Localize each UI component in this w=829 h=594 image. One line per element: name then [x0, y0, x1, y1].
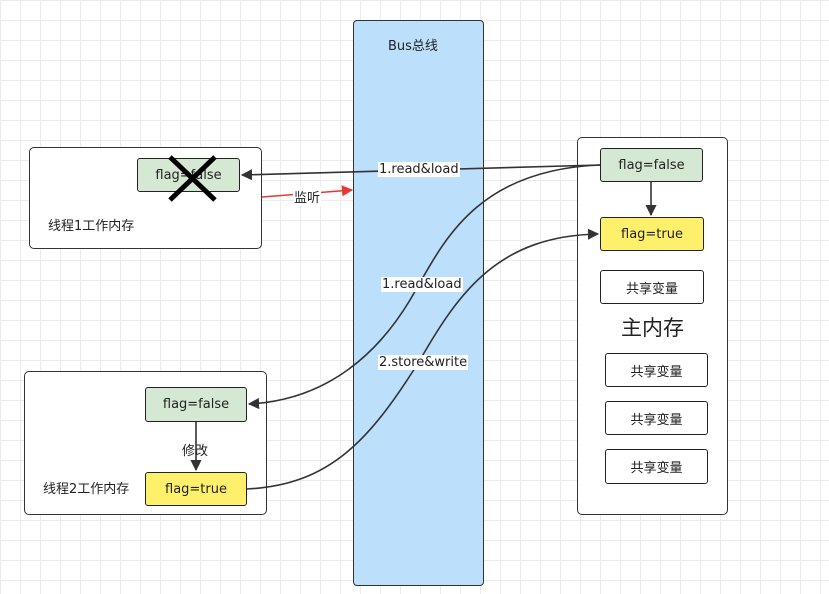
- read-load-label-2: 1.read&load: [381, 277, 463, 292]
- shared-variable-box: 共享变量: [605, 449, 708, 484]
- bus-column: [353, 20, 484, 586]
- thread2-flag-false-box: flag=false: [145, 387, 247, 422]
- main-flag-false-box: flag=false: [600, 148, 703, 182]
- store-write-label: 2.store&write: [378, 355, 469, 370]
- thread1-title: 线程1工作内存: [48, 219, 135, 234]
- read-load-edge-thread2: [247, 164, 601, 410]
- shared-variable-box: 共享变量: [605, 401, 708, 435]
- main-flag-true-box: flag=true: [600, 217, 704, 251]
- invalidate-cross-icon: [168, 155, 217, 202]
- shared-variable-box: 共享变量: [605, 353, 708, 387]
- read-load-label-1: 1.read&load: [378, 162, 460, 177]
- listen-label: 监听: [293, 187, 322, 206]
- shared-variable-box: 共享变量: [600, 270, 704, 304]
- modify-label: 修改: [182, 444, 209, 459]
- thread2-flag-true-box: flag=true: [145, 472, 247, 506]
- main-memory-title: 主内存: [621, 316, 684, 340]
- bus-title: Bus总线: [388, 39, 438, 54]
- thread2-title: 线程2工作内存: [43, 482, 130, 497]
